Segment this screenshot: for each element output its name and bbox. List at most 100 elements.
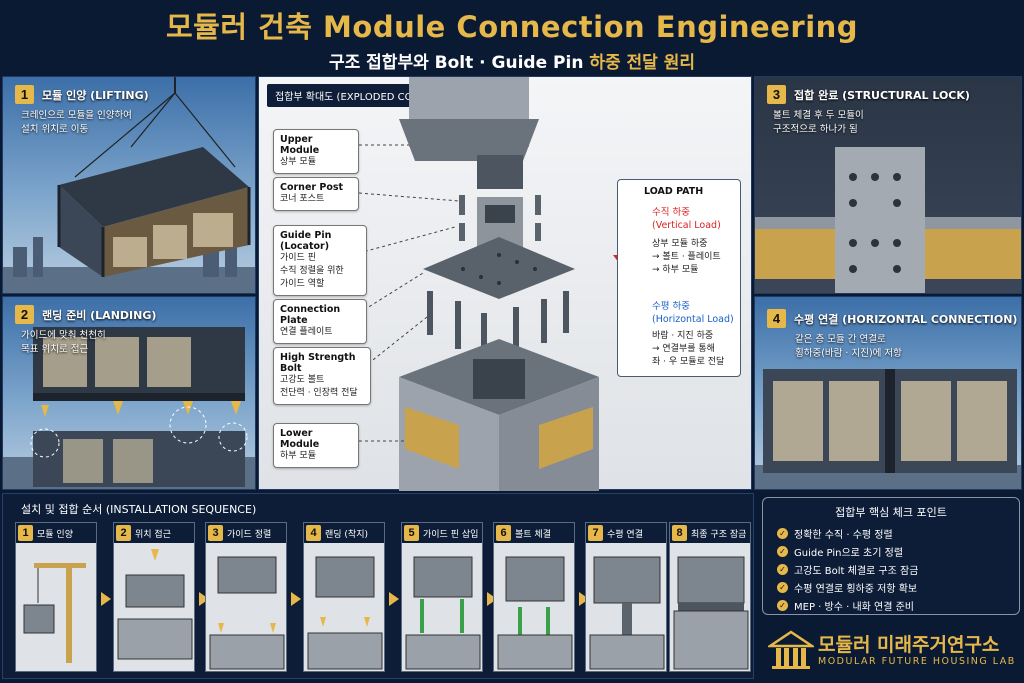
callout-guide-pin-ko: 가이드 핀 수직 정렬을 위한 가이드 역할	[280, 253, 344, 289]
checklist-item-text: 정확한 수직 · 수평 정렬	[794, 530, 893, 541]
callout-lower-module-en: Lower Module	[280, 428, 320, 450]
installation-sequence-title: 설치 및 접합 순서 (INSTALLATION SEQUENCE)	[21, 503, 257, 516]
structural-lock-illustration	[755, 147, 1021, 293]
seq-arrow-5	[487, 592, 497, 606]
exploded-detail-panel: 접합부 확대도 (EXPLODED CONNECTION DETAIL) U	[258, 76, 752, 491]
checklist-item: ✓MEP · 방수 · 내화 연결 준비	[777, 598, 914, 613]
callout-upper-module: Upper Module 상부 모듈	[273, 129, 359, 174]
seq-step-1-label: 모듈 인양	[37, 529, 73, 540]
seq-step-3-label: 가이드 정렬	[227, 529, 272, 540]
panel-horizontal-connection: 4 수평 연결 (HORIZONTAL CONNECTION) 같은 층 모듈 …	[754, 296, 1022, 490]
horizontal-connect-icon	[589, 556, 665, 670]
seq-step-4: 4 랜딩 (착지)	[303, 522, 385, 672]
checklist-panel: 접합부 핵심 체크 포인트 ✓정확한 수직 · 수평 정렬 ✓Guide Pin…	[762, 497, 1020, 615]
check-icon: ✓	[777, 546, 788, 557]
page-title: 모듈러 건축 Module Connection Engineering	[165, 10, 859, 44]
seq-step-1: 1 모듈 인양	[15, 522, 97, 672]
vertical-load-desc: 상부 모듈 하중 → 볼트 · 플레이트 → 하부 모듈	[652, 239, 721, 275]
seq-arrow-3	[291, 592, 301, 606]
seq-step-8: 8 최종 구조 잠금	[669, 522, 751, 672]
step-3-title: 접합 완료 (STRUCTURAL LOCK)	[794, 88, 970, 102]
load-path-title: LOAD PATH	[644, 186, 704, 197]
callout-guide-pin: Guide Pin (Locator) 가이드 핀 수직 정렬을 위한 가이드 …	[273, 225, 367, 296]
checklist-item: ✓ 고강도 Bolt 체결로 구조 잠금	[777, 562, 918, 577]
checklist-title: 접합부 핵심 체크 포인트	[835, 506, 947, 519]
step-1-header: 1 모듈 인양 (LIFTING)	[15, 85, 149, 104]
exploded-connection-illustration	[358, 77, 645, 491]
crane-icon	[23, 563, 86, 663]
step-4-desc: 같은 층 모듈 간 연결로 횡하중(바람 · 지진)에 저항	[795, 334, 902, 359]
seq-arrow-1	[101, 592, 111, 606]
check-icon: ✓	[777, 582, 788, 593]
callout-lower-module-ko: 하부 모듈	[280, 451, 316, 461]
callout-connection-plate-en: Connection Plate	[280, 304, 341, 326]
step-4-title: 수평 연결 (HORIZONTAL CONNECTION)	[794, 312, 1018, 326]
horizontal-connection-illustration	[755, 369, 1021, 489]
checklist-item: ✓정확한 수직 · 수평 정렬	[777, 526, 893, 541]
step-3-header: 3 접합 완료 (STRUCTURAL LOCK)	[767, 85, 970, 104]
load-path-box: LOAD PATH 수직 하중 (Vertical Load) 상부 모듈 하중…	[617, 179, 741, 377]
seq-step-2-number: 2	[116, 525, 131, 541]
seq-step-8-label: 최종 구조 잠금	[691, 529, 747, 540]
horizontal-load-title: 수평 하중 (Horizontal Load)	[652, 301, 734, 325]
callout-guide-pin-en: Guide Pin (Locator)	[280, 230, 332, 252]
checklist-item: ✓ 수평 연결로 횡하중 저항 확보	[777, 580, 917, 595]
seq-step-7: 7 수평 연결	[585, 522, 667, 672]
step-4-number: 4	[767, 309, 786, 328]
step-1-desc: 크레인으로 모듈을 인양하여 설치 위치로 이동	[21, 110, 132, 135]
panel-landing: 2 랜딩 준비 (LANDING) 가이드에 맞춰 천천히 목표 위치로 접근	[2, 296, 256, 490]
callout-upper-module-en: Upper Module	[280, 134, 320, 156]
step-2-number: 2	[15, 305, 34, 324]
seq-step-4-label: 랜딩 (착지)	[325, 529, 369, 540]
seq-step-6: 6 볼트 체결	[493, 522, 575, 672]
seq-step-7-number: 7	[588, 525, 603, 541]
callout-lower-module: Lower Module 하부 모듈	[273, 423, 359, 468]
step-1-number: 1	[15, 85, 34, 104]
callout-bolt-ko: 고강도 볼트 전단력 · 인장력 전달	[280, 375, 358, 398]
checklist-item-text: Guide Pin으로 초기 정렬	[794, 548, 904, 559]
step-4-header: 4 수평 연결 (HORIZONTAL CONNECTION)	[767, 309, 1017, 328]
bolt-fastening-icon	[497, 556, 573, 670]
step-2-header: 2 랜딩 준비 (LANDING)	[15, 305, 156, 324]
checklist-item-text: 수평 연결로 횡하중 저항 확보	[794, 584, 918, 595]
checklist-item-text: 고강도 Bolt 체결로 구조 잠금	[794, 566, 919, 577]
lifting-illustration	[3, 77, 255, 293]
checklist-item: ✓ Guide Pin으로 초기 정렬	[777, 544, 903, 559]
house-logo-icon	[768, 630, 814, 669]
seq-arrow-2	[199, 592, 209, 606]
seq-step-4-number: 4	[306, 525, 321, 541]
seq-step-5-label: 가이드 핀 삽입	[423, 529, 479, 540]
callout-corner-post-ko: 코너 포스트	[280, 194, 325, 204]
callout-bolt-en: High Strength Bolt	[280, 352, 356, 374]
step-2-title: 랜딩 준비 (LANDING)	[42, 308, 157, 322]
seq-step-6-label: 볼트 체결	[515, 529, 551, 540]
callout-high-strength-bolt: High Strength Bolt 고강도 볼트 전단력 · 인장력 전달	[273, 347, 371, 405]
check-icon: ✓	[777, 564, 788, 575]
seq-step-7-label: 수평 연결	[607, 529, 643, 540]
brand-name-ko: 모듈러 미래주거연구소	[818, 634, 1000, 656]
page-subtitle: 구조 접합부와 Bolt · Guide Pin 하중 전달 원리	[0, 48, 1024, 73]
step-1-title: 모듈 인양 (LIFTING)	[42, 88, 149, 102]
panel-lifting: 1 모듈 인양 (LIFTING) 크레인으로 모듈을 인양하여 설치 위치로 …	[2, 76, 256, 294]
seq-step-8-number: 8	[672, 525, 687, 541]
callout-corner-post-en: Corner Post	[280, 182, 344, 193]
final-lock-icon	[673, 556, 749, 670]
seq-step-1-number: 1	[18, 525, 33, 541]
callout-upper-module-ko: 상부 모듈	[280, 157, 316, 167]
landing-illustration	[3, 327, 255, 489]
seq-step-5-number: 5	[404, 525, 419, 541]
seq-step-6-number: 6	[496, 525, 511, 541]
brand-name-en: MODULAR FUTURE HOUSING LAB	[818, 656, 1016, 667]
vertical-load-title: 수직 하중 (Vertical Load)	[652, 207, 721, 231]
step-3-number: 3	[767, 85, 786, 104]
guide-pin-insert-icon	[405, 556, 481, 670]
panel-structural-lock: 3 접합 완료 (STRUCTURAL LOCK) 볼트 체결 후 두 모듈이 …	[754, 76, 1022, 294]
subtitle-text: 구조 접합부와 Bolt · Guide Pin	[328, 53, 590, 73]
step-3-desc: 볼트 체결 후 두 모듈이 구조적으로 하나가 됨	[773, 110, 864, 135]
seq-step-3-number: 3	[208, 525, 223, 541]
checklist-item-text: MEP · 방수 · 내화 연결 준비	[794, 602, 915, 613]
callout-corner-post: Corner Post 코너 포스트	[273, 177, 359, 211]
brand-block: 모듈러 미래주거연구소 MODULAR FUTURE HOUSING LAB	[762, 620, 1020, 678]
guide-align-icon	[209, 556, 285, 670]
